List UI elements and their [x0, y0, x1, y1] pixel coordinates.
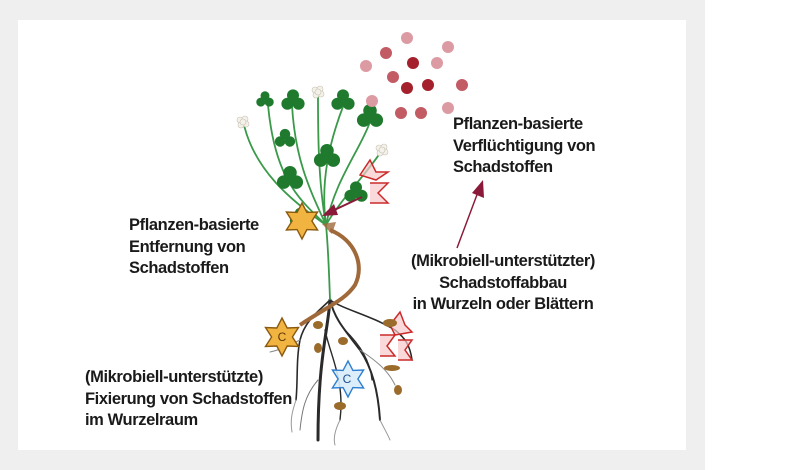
clover-leaf — [276, 165, 304, 189]
clover-leaf — [274, 128, 296, 147]
label-removal: Pflanzen-basierte Entfernung von Schadst… — [129, 215, 259, 280]
label-line: Pflanzen-basierte — [453, 115, 583, 133]
sigma-pollutants-leaves — [358, 158, 391, 204]
star-label-blue: C — [343, 372, 352, 386]
label-line: Schadstoffen — [453, 158, 553, 176]
pollutant-molecule — [422, 79, 434, 91]
label-line: im Wurzelraum — [85, 411, 198, 429]
label-line: (Mikrobiell-unterstützter) — [411, 252, 595, 270]
clover-flower — [311, 85, 325, 99]
pollutant-molecule — [407, 57, 419, 69]
clover-flower — [236, 115, 250, 129]
volatilization-arrow — [456, 180, 484, 249]
clover-leaf — [256, 91, 274, 107]
star-label-orange: C — [278, 330, 287, 344]
uptake-arrow — [322, 196, 363, 216]
label-line: Entfernung von — [129, 237, 246, 256]
pollutant-star-orange — [264, 316, 300, 358]
pollutant-molecule — [401, 32, 413, 44]
label-line: Schadstoffen — [129, 259, 229, 277]
pollutant-molecule — [415, 107, 427, 119]
clover-flower — [375, 143, 389, 157]
pollutant-molecule — [431, 57, 443, 69]
label-degradation: (Mikrobiell-unterstützter) Schadstoffabb… — [393, 251, 613, 316]
clover-leaf — [331, 89, 355, 110]
label-volatilization: Pflanzen-basierte Verflüchtigung von Sch… — [453, 114, 596, 179]
pollutant-molecules — [360, 32, 468, 119]
sigma-pollutants-roots — [380, 310, 414, 361]
pollutant-molecule — [380, 47, 392, 59]
leaves — [256, 89, 384, 226]
pollutant-molecule — [456, 79, 468, 91]
label-line: Schadstoffabbau — [439, 273, 567, 292]
label-fixation: (Mikrobiell-unterstützte) Fixierung von … — [85, 367, 292, 432]
flowers — [236, 85, 389, 157]
clover-leaf — [344, 181, 368, 202]
transport-tube-arrowhead — [322, 222, 336, 234]
pollutant-molecule — [366, 95, 378, 107]
microbes — [313, 319, 402, 410]
pollutant-molecule — [395, 107, 407, 119]
pollutant-molecule — [442, 41, 454, 53]
label-line: Verflüchtigung von — [453, 136, 596, 155]
clover-leaf — [281, 89, 305, 110]
label-line: Fixierung von Schadstoffen — [85, 389, 292, 408]
pollutant-molecule — [442, 102, 454, 114]
pollutant-star-blue — [331, 359, 365, 399]
clover-leaf — [313, 143, 341, 167]
label-line: in Wurzeln oder Blättern — [412, 295, 594, 313]
label-line: Pflanzen-basierte — [129, 216, 259, 234]
transport-tube — [298, 228, 361, 327]
pollutant-molecule — [360, 60, 372, 72]
clover-leaf — [356, 103, 384, 127]
pollutant-star-leaf — [285, 201, 319, 241]
pollutant-molecule — [387, 71, 399, 83]
pollutant-molecule — [401, 82, 413, 94]
label-line: (Mikrobiell-unterstützte) — [85, 368, 263, 386]
